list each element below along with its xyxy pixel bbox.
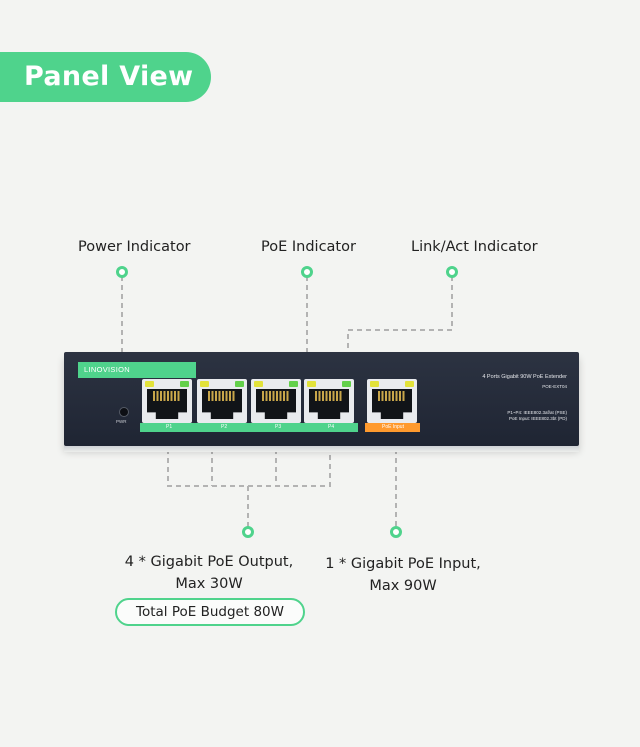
standard-line-2: PoE Input: IEEE802.3bt (PD) (508, 416, 567, 421)
poe-output-port-4 (304, 379, 354, 423)
port-label-p1: P1 (166, 424, 173, 430)
rj45-pins (378, 391, 406, 401)
output-callout-line (167, 422, 331, 528)
poe-led (145, 381, 154, 387)
link-led (289, 381, 298, 387)
output-callout-dot (242, 526, 254, 538)
input-port-strip: PoE Input (365, 423, 420, 432)
poe-input-port (367, 379, 417, 423)
link-callout-line (347, 276, 453, 388)
input-callout-dot (390, 526, 402, 538)
model-title: 4 Ports Gigabit 90W PoE Extender (482, 374, 567, 380)
poe-output-port-1 (142, 379, 192, 423)
poe-led (254, 381, 263, 387)
device-bottom-edge (64, 446, 579, 452)
rj45-pins (153, 391, 181, 401)
poe-input-description: 1 * Gigabit PoE Input, Max 90W (316, 553, 490, 597)
link-led (342, 381, 351, 387)
poe-output-port-2 (197, 379, 247, 423)
model-number: POE-EXT04 (542, 384, 567, 389)
poe-output-port-3 (251, 379, 301, 423)
rj45-pins (262, 391, 290, 401)
power-callout-dot (116, 266, 128, 278)
rj45-pins (315, 391, 343, 401)
link-callout-dot (446, 266, 458, 278)
input-led-left (370, 381, 379, 387)
power-indicator-label: Power Indicator (78, 239, 191, 255)
pwr-label: PWR (116, 419, 127, 424)
poe-input-label: PoE Input (382, 424, 404, 430)
poe-extender-device: LINOVISION PWR P1 P2 P3 P4 PoE Inp (64, 352, 579, 452)
port-label-p2: P2 (221, 424, 228, 430)
poe-output-description: 4 * Gigabit PoE Output, Max 30W (119, 551, 299, 595)
brand-logo: LINOVISION (78, 362, 196, 378)
link-led (235, 381, 244, 387)
rj45-pins (208, 391, 236, 401)
poe-led (200, 381, 209, 387)
poe-indicator-label: PoE Indicator (261, 239, 356, 255)
input-led-right (405, 381, 414, 387)
input-line-1: 1 * Gigabit PoE Input, (325, 556, 481, 572)
link-act-indicator-label: Link/Act Indicator (411, 239, 538, 255)
port-label-p4: P4 (328, 424, 335, 430)
total-poe-budget-badge: Total PoE Budget 80W (115, 598, 305, 626)
model-text: 4 Ports Gigabit 90W PoE Extender POE-EXT… (482, 373, 567, 391)
power-led (119, 407, 129, 417)
poe-led (307, 381, 316, 387)
output-port-strip: P1 P2 P3 P4 (140, 423, 358, 432)
standard-line-1: P1~P4: IEEE802.3af/at (PSE) (507, 410, 567, 415)
output-line-2: Max 30W (175, 576, 243, 592)
output-line-1: 4 * Gigabit PoE Output, (124, 554, 294, 570)
panel-view-banner: Panel View (0, 52, 211, 102)
port-label-p3: P3 (275, 424, 282, 430)
input-line-2: Max 90W (369, 578, 437, 594)
standard-text: P1~P4: IEEE802.3af/at (PSE) PoE Input: I… (507, 410, 567, 422)
poe-callout-dot (301, 266, 313, 278)
link-led (180, 381, 189, 387)
